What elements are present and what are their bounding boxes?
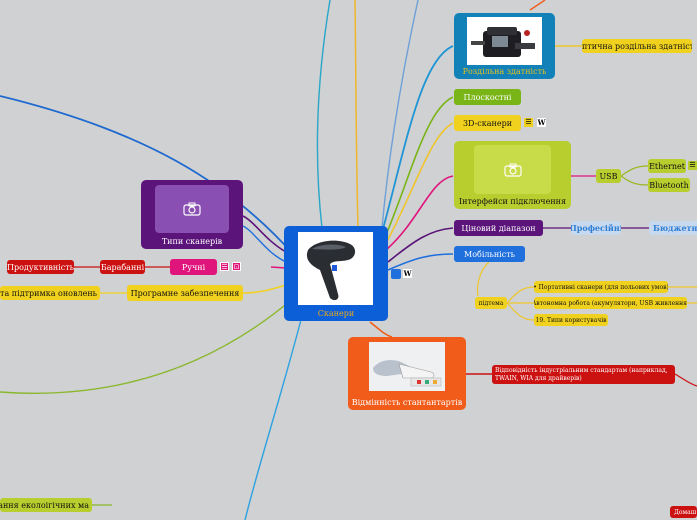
link-types-2 (242, 225, 287, 263)
node-ethernet[interactable]: Ethernet (648, 159, 686, 173)
topic-interfaces-label: Інтерфейси підключення (458, 197, 567, 206)
link-item-3 (506, 302, 535, 321)
topic-interfaces[interactable]: Інтерфейси підключення (454, 141, 571, 209)
link-price (387, 227, 454, 263)
node-productivity[interactable]: Продуктивність (7, 260, 74, 274)
node-budget[interactable]: Бюджетні м (649, 221, 697, 235)
note-icon[interactable]: ☰ (220, 262, 229, 271)
link-resolution (379, 45, 454, 241)
link-offscreen-top-3 (316, 0, 331, 229)
note-icon[interactable]: ☰ (524, 118, 533, 127)
wikipedia-icon[interactable]: W (403, 269, 412, 278)
topic-standards[interactable]: Відмінність стантантартів (348, 337, 466, 410)
link-flat (382, 96, 454, 243)
node-bluetooth[interactable]: Bluetooth (648, 178, 690, 192)
topic-software[interactable]: Програмне забезпечення (127, 285, 243, 301)
topic-mobility[interactable]: Мобільність (454, 246, 525, 262)
topic-price-range[interactable]: Ціновий діапазон (454, 220, 543, 236)
node-portable-scanners[interactable]: • Портативні сканери (для польових умов) (534, 281, 668, 293)
node-user-types[interactable]: 19. Типи користувачів (534, 314, 608, 326)
node-optical-resolution[interactable]: Оптична роздільна здатність (582, 39, 692, 53)
node-software-updates[interactable]: ери та підтримка оновлень (0, 286, 100, 300)
camera-icon (183, 202, 201, 216)
wikipedia-icon[interactable]: W (537, 118, 546, 127)
image-placeholder (474, 145, 551, 194)
link-types (242, 215, 287, 253)
link-bluetooth (620, 175, 649, 186)
link-icon[interactable]: ⊡ (232, 262, 241, 271)
link-offscreen-top-left (0, 95, 301, 263)
node-subtopic[interactable]: підтема (475, 297, 507, 309)
image-placeholder (155, 185, 229, 233)
link-offscreen-top-mid (354, 0, 359, 229)
note-icon[interactable] (391, 269, 401, 279)
topic-flatbed[interactable]: Плоскостні (454, 89, 521, 105)
scanner-photo (298, 232, 373, 305)
topic-scanner-types[interactable]: Типи сканерів (141, 180, 243, 249)
handheld-scanner-photo (369, 342, 445, 391)
link-offscreen-bottom (244, 315, 303, 520)
link-offscreen-top-2 (381, 0, 419, 229)
node-drum[interactable]: Барабанні (100, 260, 145, 274)
node-autonomous-work[interactable]: Автономна робота (акумулятори, USB живле… (534, 297, 687, 309)
topic-scanner-types-label: Типи сканерів (161, 237, 223, 246)
topic-3d-scanners[interactable]: 3D-сканери (454, 115, 521, 131)
link-interfaces (385, 175, 454, 251)
link-eco (0, 295, 297, 394)
film-scanner-photo (467, 17, 542, 65)
central-topic-scanners[interactable]: Сканери (284, 226, 388, 321)
link-item-1 (506, 286, 535, 304)
central-topic-label: Сканери (317, 309, 355, 318)
link-mobility (387, 253, 454, 271)
link-offscreen-top-orange (529, 0, 546, 11)
node-professional[interactable]: Професійні (571, 221, 621, 235)
link-software (242, 284, 287, 294)
node-industry-standards[interactable]: Відповідність індустріальним стандартам … (492, 365, 675, 384)
node-handheld[interactable]: Ручні (170, 259, 217, 275)
topic-resolution[interactable]: Роздільна здатність (454, 13, 555, 79)
camera-icon (503, 163, 522, 177)
link-3d (384, 122, 454, 246)
topic-resolution-label: Роздільна здатність (462, 67, 547, 76)
link-mobility-sub (476, 261, 490, 297)
link-ethernet (620, 165, 649, 177)
node-home[interactable]: Домаш (670, 506, 697, 518)
node-eco-materials[interactable]: истання еколоігічних ма (0, 498, 92, 512)
link-manual (270, 266, 287, 269)
note-icon[interactable]: ☰ (688, 161, 697, 170)
link-standards-out (674, 373, 697, 387)
node-usb[interactable]: USB (596, 169, 621, 183)
topic-standards-label: Відмінність стантантартів (351, 398, 463, 407)
link-standards (369, 321, 393, 338)
